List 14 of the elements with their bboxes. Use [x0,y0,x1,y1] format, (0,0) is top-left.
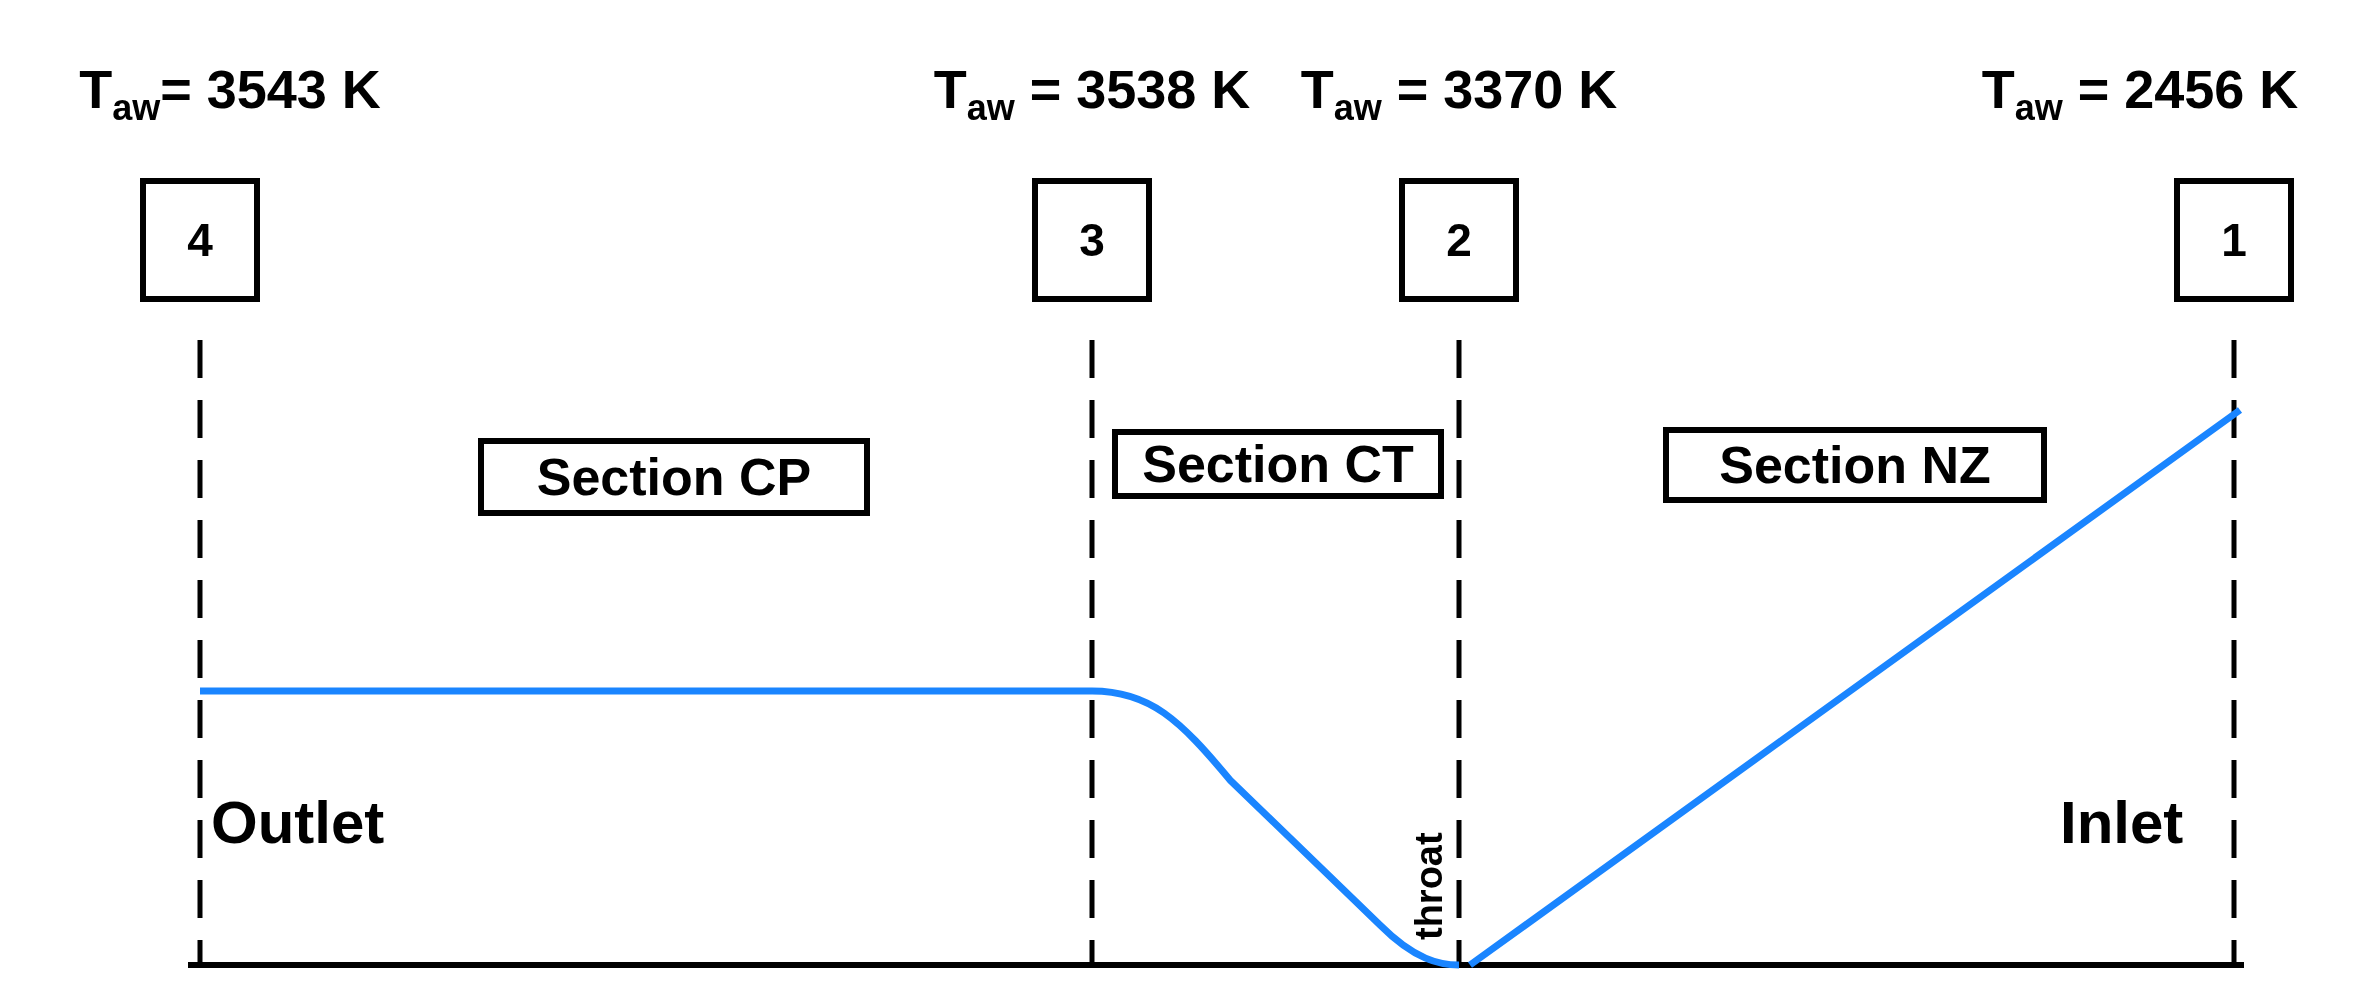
temperature-label: T$_{aw}$ = 2456 K [1981,58,2299,129]
station-number-box: 3 [1032,178,1152,302]
station-number-box: 1 [2174,178,2294,302]
station-number-box: 2 [1399,178,1519,302]
temperature-label: T$_{aw}$ = 3370 K [1300,58,1618,129]
temperature-label: T$_{aw}$ = 3538 K [933,58,1251,129]
inlet-label: Inlet [2060,788,2184,857]
section-label-box: Section CT [1112,429,1444,499]
section-label-box: Section NZ [1663,427,2047,503]
temperature-label: T$_{aw}$= 3543 K [79,58,381,129]
station-number-box: 4 [140,178,260,302]
section-label-box: Section CP [478,438,870,516]
throat-label: throat [1408,832,1451,940]
outlet-label: Outlet [211,788,385,857]
